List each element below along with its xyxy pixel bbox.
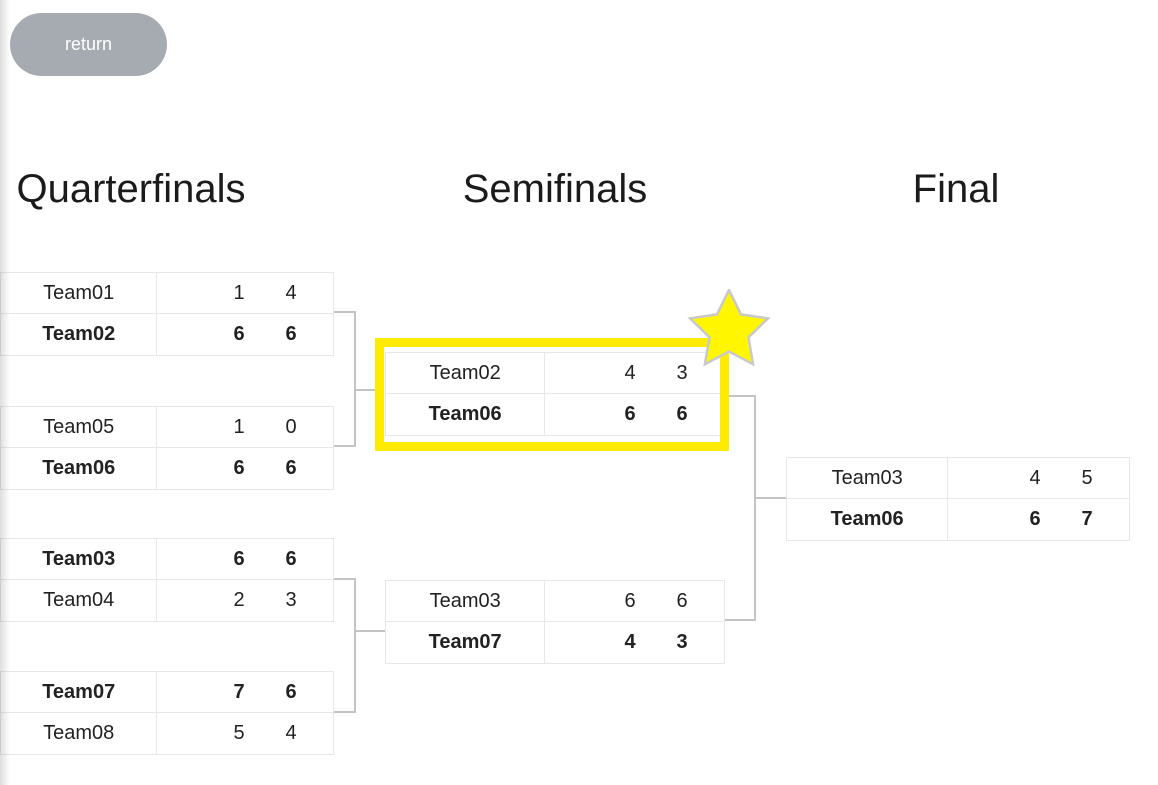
team-name: Team06 — [386, 394, 546, 435]
set-score: 1 — [233, 415, 245, 438]
return-button[interactable]: return — [10, 13, 167, 76]
round-title-semifinals: Semifinals — [462, 167, 648, 211]
bracket-connector — [754, 395, 756, 621]
match-table[interactable]: Team07 7 6 Team08 5 4 — [0, 671, 334, 755]
set-score: 5 — [233, 722, 245, 744]
team-name: Team02 — [386, 353, 546, 393]
team-name: Team03 — [787, 458, 949, 498]
set-score: 4 — [285, 281, 297, 304]
set-score: 0 — [285, 415, 297, 438]
bracket-connector — [354, 578, 356, 713]
set-score: 6 — [233, 547, 245, 570]
bracket-connector — [333, 578, 356, 580]
set-score: 6 — [233, 323, 245, 345]
team-row: Team07 4 3 — [386, 622, 724, 663]
score-area: 2 3 — [213, 589, 317, 612]
set-score: 6 — [285, 457, 297, 479]
team-row: Team06 6 6 — [1, 448, 333, 489]
score-area: 4 3 — [604, 362, 708, 385]
set-score: 7 — [233, 680, 245, 703]
set-score: 6 — [676, 403, 688, 425]
set-score: 5 — [1081, 466, 1093, 489]
team-name: Team06 — [787, 499, 949, 540]
score-area: 6 6 — [213, 548, 317, 571]
match-table[interactable]: Team03 6 6 Team07 4 3 — [385, 580, 725, 664]
bracket-connector — [333, 711, 356, 713]
match-table[interactable]: Team02 4 3 Team06 6 6 — [385, 352, 725, 436]
bracket-connector — [725, 619, 756, 621]
set-score: 4 — [624, 361, 636, 384]
set-score: 2 — [233, 589, 245, 611]
set-score: 6 — [624, 403, 636, 425]
set-score: 6 — [624, 589, 636, 612]
set-score: 4 — [624, 631, 636, 653]
team-row: Team03 6 6 — [1, 539, 333, 580]
team-name: Team08 — [1, 713, 158, 754]
team-name: Team02 — [1, 314, 158, 355]
match-table[interactable]: Team03 6 6 Team04 2 3 — [0, 538, 334, 622]
set-score: 6 — [1029, 508, 1041, 530]
team-row: Team06 6 6 — [386, 394, 724, 435]
score-area: 4 3 — [604, 631, 708, 654]
score-area: 1 0 — [213, 416, 317, 439]
bracket-connector — [333, 311, 356, 313]
bracket-connector — [333, 445, 356, 447]
set-score: 7 — [1081, 508, 1093, 530]
team-name: Team03 — [1, 539, 158, 579]
team-row: Team02 4 3 — [386, 353, 724, 394]
team-name: Team01 — [1, 273, 158, 313]
set-score: 1 — [233, 281, 245, 304]
team-row: Team06 6 7 — [787, 499, 1129, 540]
score-area: 6 7 — [1009, 508, 1113, 531]
team-name: Team07 — [386, 622, 546, 663]
bracket-connector — [354, 630, 386, 632]
score-area: 6 6 — [213, 457, 317, 480]
team-row: Team04 2 3 — [1, 580, 333, 621]
match-table[interactable]: Team01 1 4 Team02 6 6 — [0, 272, 334, 356]
bracket-connector — [354, 389, 378, 391]
set-score: 6 — [285, 323, 297, 345]
set-score: 3 — [285, 589, 297, 611]
left-edge-shadow — [0, 0, 10, 785]
match-table[interactable]: Team05 1 0 Team06 6 6 — [0, 406, 334, 490]
team-row: Team01 1 4 — [1, 273, 333, 314]
score-area: 5 4 — [213, 722, 317, 745]
set-score: 4 — [1029, 466, 1041, 489]
round-title-final: Final — [912, 167, 1000, 211]
round-title-quarterfinals: Quarterfinals — [16, 167, 246, 211]
score-area: 6 6 — [213, 323, 317, 346]
team-name: Team05 — [1, 407, 158, 447]
score-area: 6 6 — [604, 590, 708, 613]
team-row: Team02 6 6 — [1, 314, 333, 355]
team-row: Team05 1 0 — [1, 407, 333, 448]
bracket-connector — [354, 311, 356, 447]
set-score: 6 — [285, 680, 297, 703]
team-name: Team07 — [1, 672, 158, 712]
team-row: Team07 7 6 — [1, 672, 333, 713]
score-area: 4 5 — [1009, 467, 1113, 490]
team-row: Team03 4 5 — [787, 458, 1129, 499]
score-area: 1 4 — [213, 282, 317, 305]
set-score: 6 — [676, 589, 688, 612]
score-area: 7 6 — [213, 681, 317, 704]
bracket-connector — [754, 497, 787, 499]
team-name: Team03 — [386, 581, 546, 621]
team-row: Team08 5 4 — [1, 713, 333, 754]
set-score: 3 — [676, 361, 688, 384]
set-score: 6 — [233, 457, 245, 479]
team-name: Team06 — [1, 448, 158, 489]
team-name: Team04 — [1, 580, 158, 621]
match-table[interactable]: Team03 4 5 Team06 6 7 — [786, 457, 1130, 541]
score-area: 6 6 — [604, 403, 708, 426]
set-score: 3 — [676, 631, 688, 653]
set-score: 6 — [285, 547, 297, 570]
set-score: 4 — [285, 722, 297, 744]
team-row: Team03 6 6 — [386, 581, 724, 622]
bracket-connector — [725, 395, 756, 397]
